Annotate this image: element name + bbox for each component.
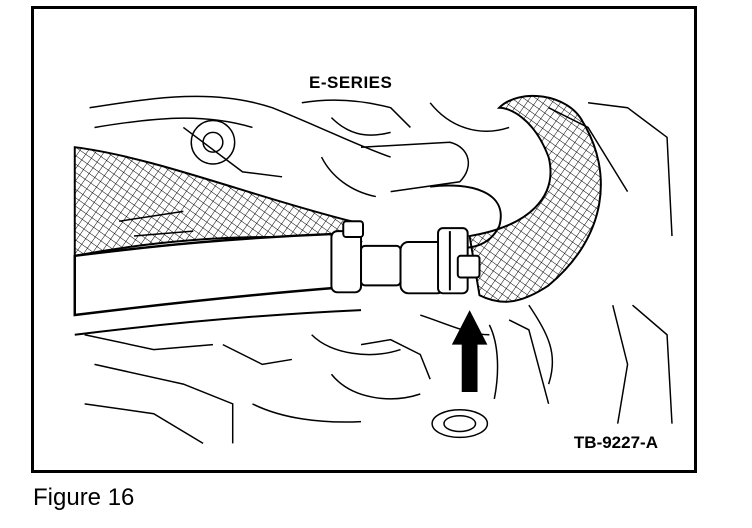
- hose-clamp: [330, 220, 481, 295]
- up-arrow-icon: [451, 310, 488, 393]
- figure-title: E-SERIES: [309, 73, 393, 92]
- engine-hose-illustration: [73, 94, 673, 444]
- figure-caption: Figure 16: [33, 484, 135, 511]
- right-braided-hose: [468, 94, 602, 303]
- figure-reference-code: TB-9227-A: [573, 433, 658, 452]
- engine-background: [84, 95, 673, 444]
- figure-frame: E-SERIES TB-9227-A: [31, 6, 697, 473]
